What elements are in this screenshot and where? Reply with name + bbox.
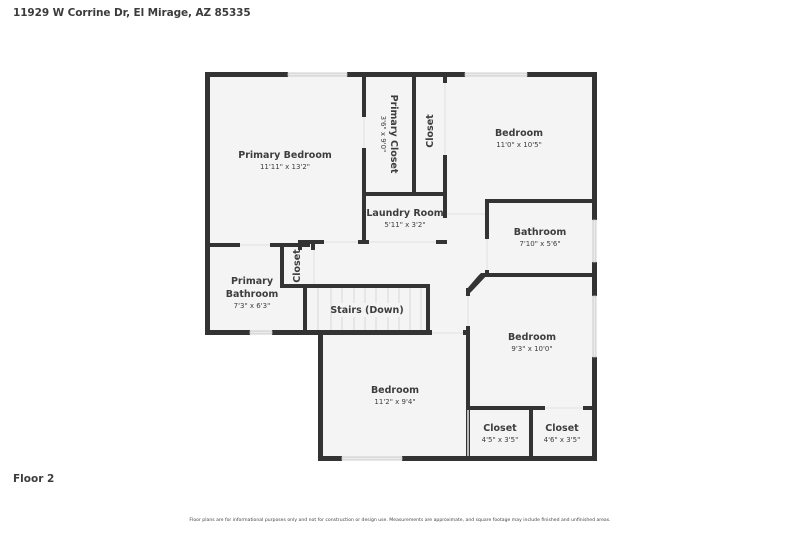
room-dims: 3'6" x 9'0" bbox=[379, 116, 387, 153]
room-name: Primary Bedroom bbox=[238, 150, 332, 161]
property-address: 11929 W Corrine Dr, El Mirage, AZ 85335 bbox=[13, 7, 251, 19]
room-dims: 4'5" x 3'5" bbox=[482, 436, 519, 444]
room-primary-bedroom: Primary Bedroom 11'11" x 13'2" bbox=[238, 150, 332, 171]
room-dims: 7'3" x 6'3" bbox=[234, 302, 271, 310]
door-openings bbox=[240, 83, 583, 456]
windows bbox=[249, 72, 597, 461]
room-dims: 11'2" x 9'4" bbox=[374, 398, 415, 406]
room-name-line2: Bathroom bbox=[226, 289, 279, 300]
room-primary-closet: Primary Closet 3'6" x 9'0" bbox=[379, 95, 399, 174]
room-stairs[interactable]: Stairs (Down) bbox=[330, 303, 404, 317]
room-dims: 7'10" x 5'6" bbox=[519, 240, 560, 248]
room-closet-se1: Closet 4'5" x 3'5" bbox=[482, 423, 519, 444]
room-dims: 5'11" x 3'2" bbox=[384, 221, 425, 229]
room-name-line1: Primary bbox=[231, 276, 274, 287]
room-closet-hall: Closet bbox=[425, 114, 436, 148]
room-name: Closet bbox=[425, 114, 436, 148]
disclaimer-text: Floor plans are for informational purpos… bbox=[189, 518, 611, 523]
room-name: Closet bbox=[483, 423, 517, 434]
room-dims: 11'0" x 10'5" bbox=[496, 141, 542, 149]
room-name: Bedroom bbox=[508, 332, 556, 343]
room-dims: 9'3" x 10'0" bbox=[511, 345, 552, 353]
room-laundry-room: Laundry Room 5'11" x 3'2" bbox=[366, 208, 443, 229]
room-closet-se2: Closet 4'6" x 3'5" bbox=[544, 423, 581, 444]
room-name: Stairs (Down) bbox=[330, 305, 403, 316]
room-name: Bedroom bbox=[371, 385, 419, 396]
room-bathroom: Bathroom 7'10" x 5'6" bbox=[514, 227, 567, 248]
room-primary-bathroom: Primary Bathroom 7'3" x 6'3" bbox=[226, 276, 279, 310]
room-dims: 4'6" x 3'5" bbox=[544, 436, 581, 444]
room-closet-small: Closet bbox=[292, 249, 303, 283]
room-name: Closet bbox=[292, 249, 303, 283]
floor-area bbox=[207, 74, 594, 458]
room-name: Bathroom bbox=[514, 227, 567, 238]
room-bedroom-ne: Bedroom 11'0" x 10'5" bbox=[495, 128, 543, 149]
room-name: Closet bbox=[545, 423, 579, 434]
room-dims: 11'11" x 13'2" bbox=[260, 163, 310, 171]
room-name: Primary Closet bbox=[388, 95, 399, 174]
room-bedroom-e: Bedroom 9'3" x 10'0" bbox=[508, 332, 556, 353]
walls bbox=[205, 72, 597, 461]
room-name: Bedroom bbox=[495, 128, 543, 139]
room-name: Laundry Room bbox=[366, 208, 443, 219]
floor-label: Floor 2 bbox=[13, 473, 55, 485]
room-bedroom-s: Bedroom 11'2" x 9'4" bbox=[371, 385, 419, 406]
